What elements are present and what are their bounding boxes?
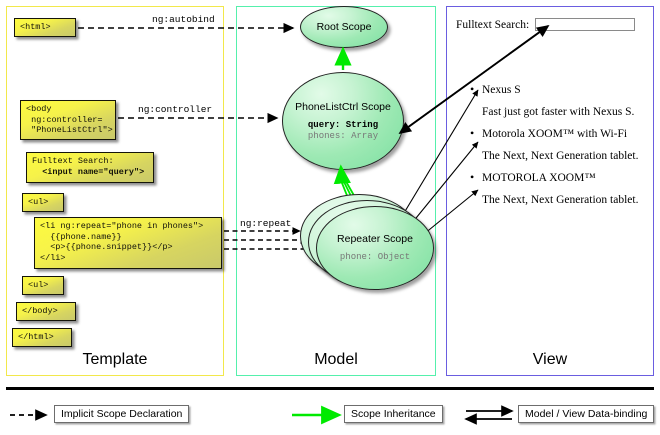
template-box-body-controller: <body ng:controller= "PhoneListCtrl"> — [20, 100, 116, 140]
view-search-label: Fulltext Search: — [456, 18, 530, 31]
template-box-li-repeat: <li ng:repeat="phone in phones"> {{phone… — [34, 217, 222, 269]
view-item-snippet: The Next, Next Generation tablet. — [482, 194, 639, 206]
column-model-label: Model — [314, 351, 358, 368]
legend: Implicit Scope Declaration Scope Inherit… — [0, 400, 660, 430]
model-repeater-scope: Repeater Scope phone: Object — [316, 206, 434, 290]
column-model: Model — [236, 6, 436, 376]
template-box-html-close: </html> — [12, 328, 72, 347]
view-list-item: Nexus S Fast just got faster with Nexus … — [468, 81, 648, 120]
template-box-ul-open: <ul> — [22, 193, 64, 212]
view-list-item: Motorola XOOM™ with Wi-Fi The Next, Next… — [468, 125, 648, 164]
template-fulltext-input-markup: <input name="query"> — [32, 166, 145, 177]
template-box-html-open: <html> — [14, 18, 76, 37]
template-box-ul-close: <ul> — [22, 276, 64, 295]
root-scope-title: Root Scope — [316, 21, 372, 33]
view-list-item: MOTOROLA XOOM™ The Next, Next Generation… — [468, 169, 648, 208]
model-phonelistctrl-scope: PhoneListCtrl Scope query: String phones… — [282, 72, 404, 170]
phonelistctrl-prop-phones: phones: Array — [307, 130, 379, 141]
legend-item-implicit-scope-declaration: Implicit Scope Declaration — [54, 405, 190, 423]
legend-divider — [6, 387, 654, 390]
column-template-label: Template — [82, 351, 148, 368]
phonelistctrl-scope-title: PhoneListCtrl Scope — [295, 100, 391, 113]
template-box-body-close: </body> — [16, 302, 76, 321]
template-box-fulltext-search: Fulltext Search: <input name="query"> — [26, 152, 154, 183]
view-content: Fulltext Search: Nexus S Fast just got f… — [446, 6, 654, 376]
view-item-snippet: Fast just got faster with Nexus S. — [482, 106, 635, 118]
view-item-name: MOTOROLA XOOM™ — [468, 169, 648, 186]
repeater-prop-phone: phone: Object — [339, 252, 411, 262]
view-item-snippet: The Next, Next Generation tablet. — [482, 150, 639, 162]
view-phone-list: Nexus S Fast just got faster with Nexus … — [468, 81, 648, 214]
edge-label-ng-autobind: ng:autobind — [152, 14, 215, 25]
edge-label-ng-controller: ng:controller — [138, 104, 213, 115]
view-item-name: Motorola XOOM™ with Wi-Fi — [468, 125, 648, 142]
repeater-scope-title: Repeater Scope — [337, 233, 413, 245]
view-item-name: Nexus S — [468, 81, 648, 98]
legend-item-scope-inheritance: Scope Inheritance — [344, 405, 443, 423]
template-fulltext-label: Fulltext Search: — [32, 156, 114, 166]
view-search-row: Fulltext Search: — [456, 18, 636, 31]
model-root-scope: Root Scope — [300, 6, 388, 48]
column-view-label: View — [532, 351, 568, 368]
phonelistctrl-prop-query: query: String — [307, 119, 379, 130]
view-search-input[interactable] — [535, 18, 636, 31]
edge-label-ng-repeat: ng:repeat — [240, 218, 292, 229]
legend-item-model-view-data-binding: Model / View Data-binding — [518, 405, 655, 423]
